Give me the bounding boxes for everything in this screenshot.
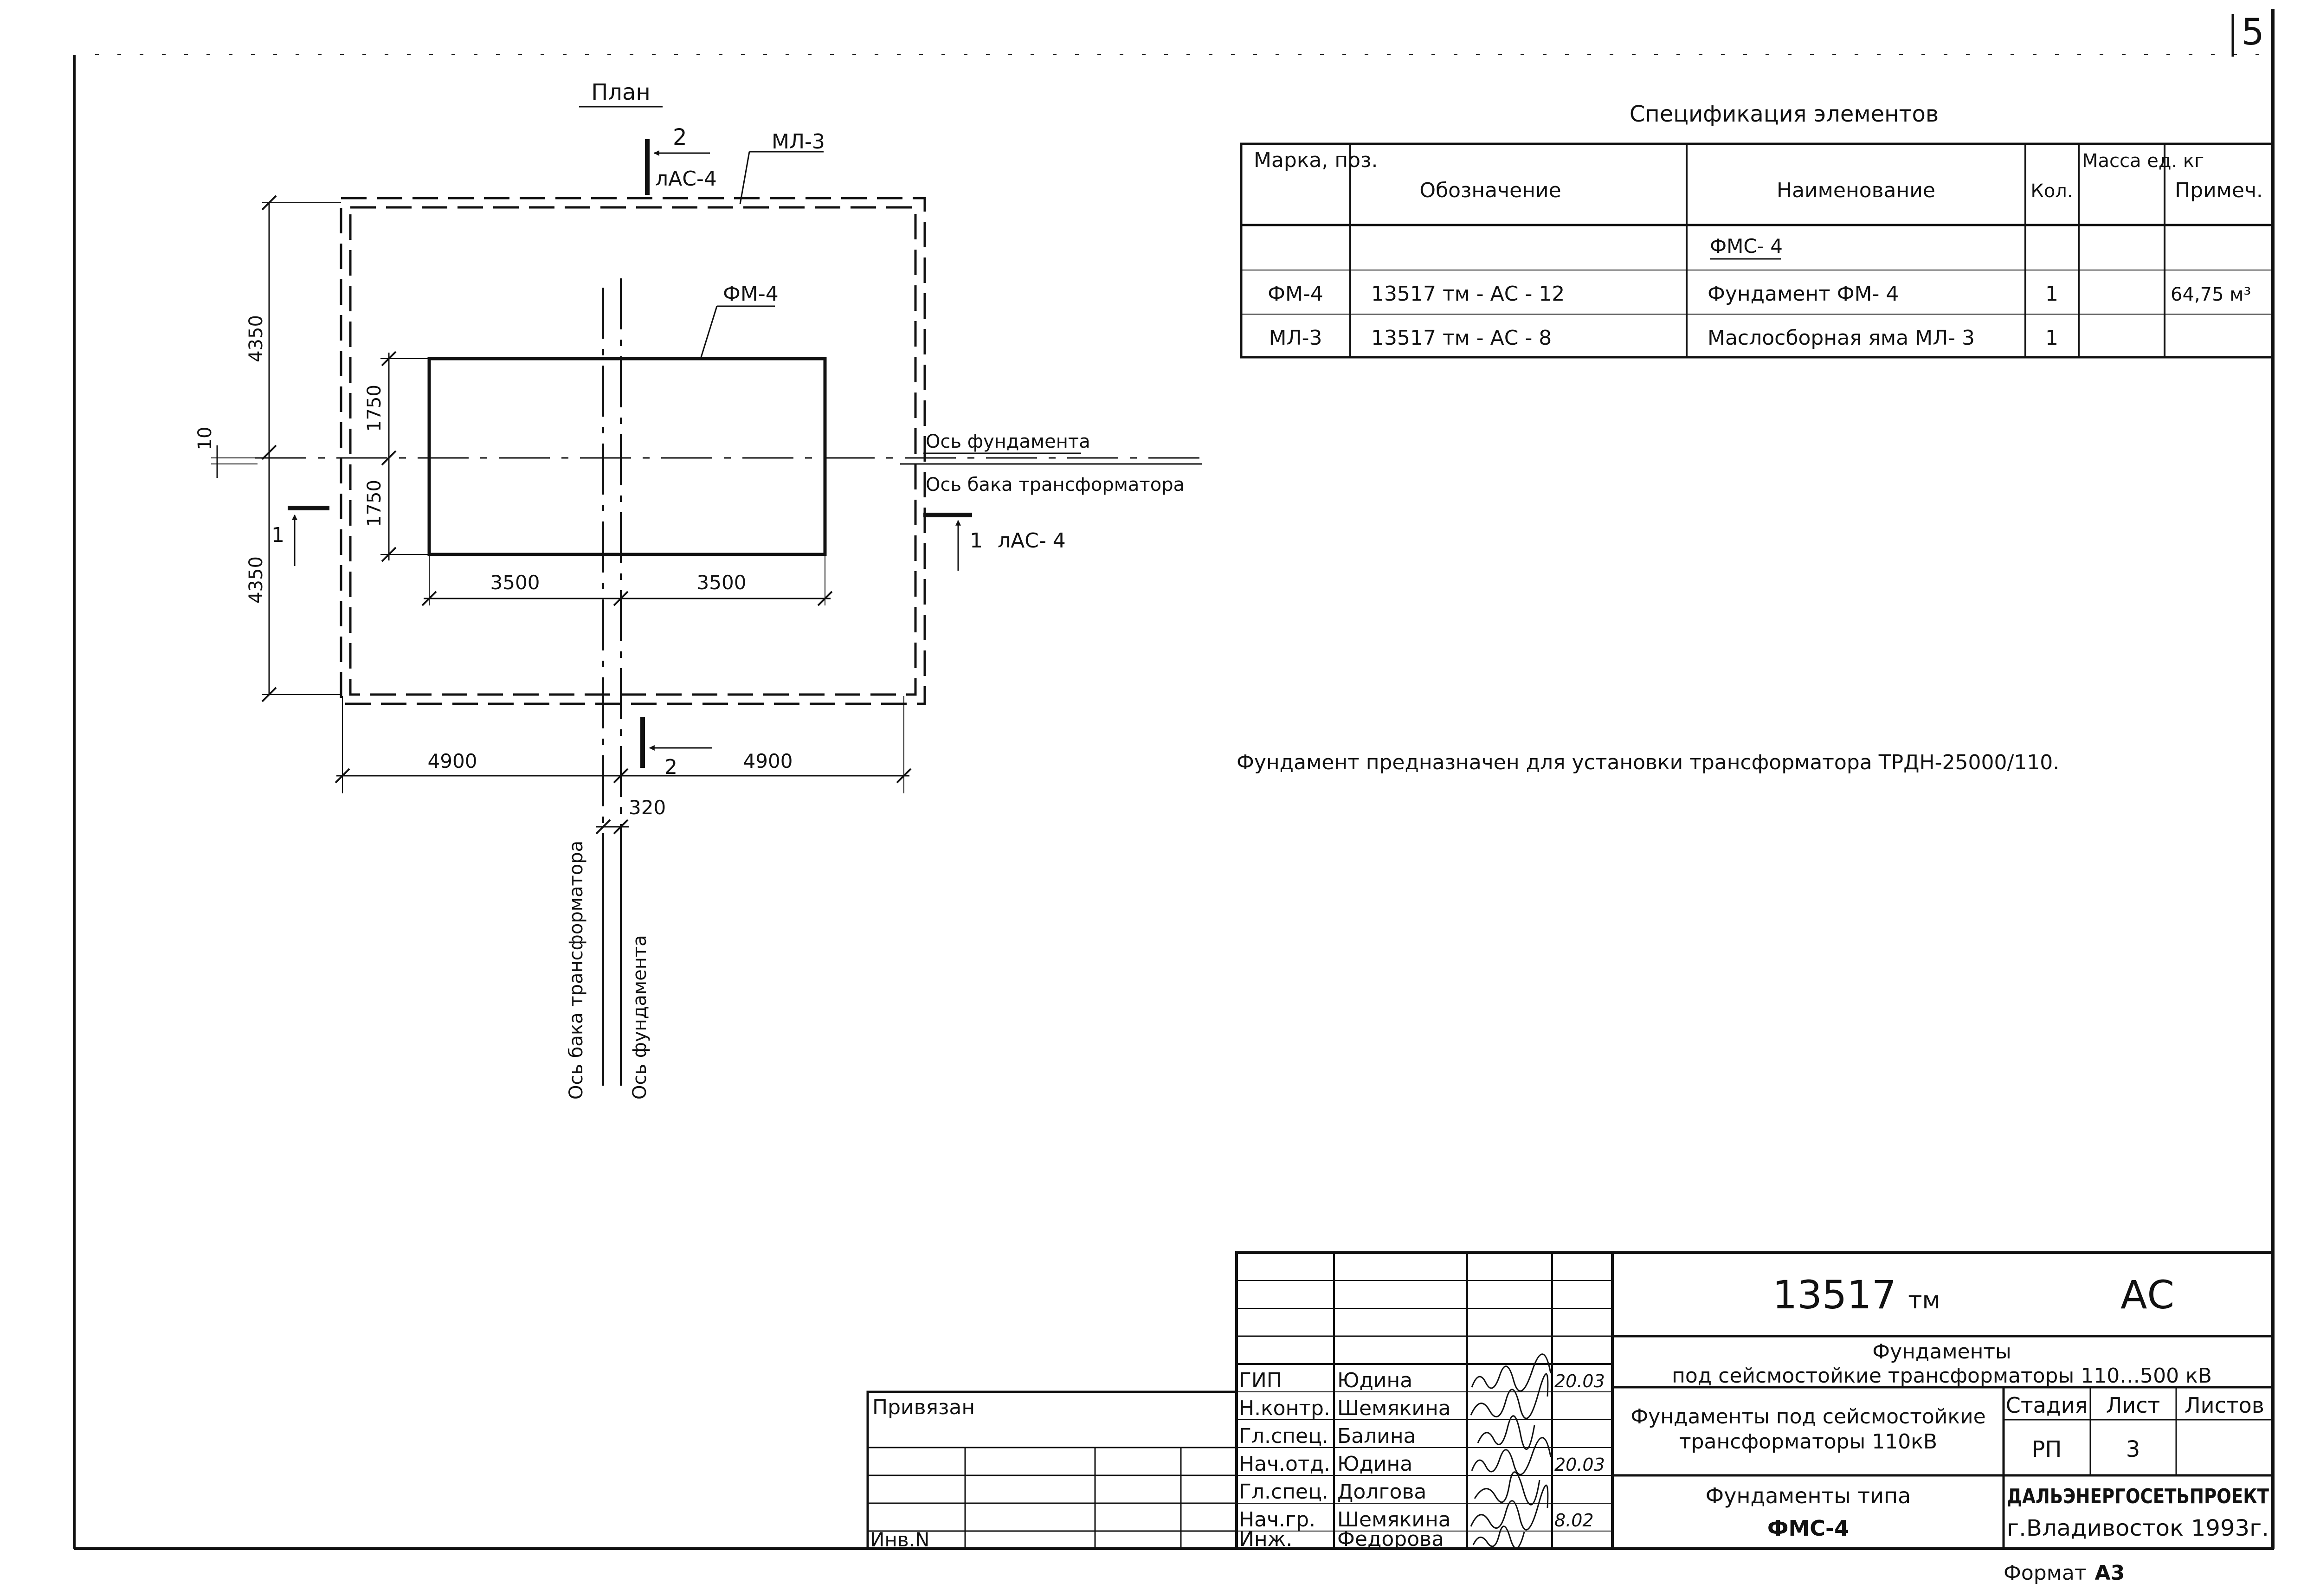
svg-text:лАС-4: лАС-4: [655, 167, 717, 191]
plan-title: План: [591, 79, 651, 105]
section-mark-2-top: 2 лАС-4: [645, 124, 717, 195]
organization-city-year: г.Владивосток 1993г.: [2007, 1515, 2269, 1541]
label-sheet: Лист: [2106, 1393, 2160, 1418]
spec-cell-qty: 1: [2045, 326, 2058, 350]
sig-role: Инж.: [1239, 1527, 1292, 1551]
sheet-frame: [73, 9, 2275, 1550]
organization-name: ДАЛЬЭНЕРГОСЕТЬПРОЕКТ: [2007, 1485, 2269, 1508]
oil-pit-outline: [340, 197, 926, 705]
dimension-foundation-length: 3500 3500: [421, 554, 833, 606]
dimension-pit-length: 4900 4900: [335, 696, 912, 793]
sig-name: Федорова: [1337, 1527, 1444, 1551]
label-axis-foundation: Ось фундамента: [926, 431, 1090, 452]
specification-table: Спецификация элементов Марка, поз. Обозн…: [1240, 101, 2274, 359]
object-title-line2: трансформаторы 110кВ: [1679, 1430, 1937, 1454]
label-inventory: Инв.N: [870, 1528, 929, 1551]
spec-cell-designation: 13517 тм - АС - 8: [1371, 326, 1552, 350]
drawing-title-line2: ФМС-4: [1767, 1516, 1849, 1541]
spec-group-label: ФМС- 4: [1710, 235, 1783, 257]
spec-header-name: Наименование: [1777, 179, 1935, 202]
value-stage: РП: [2031, 1436, 2062, 1462]
sig-name: Долгова: [1337, 1480, 1426, 1504]
svg-text:10: 10: [194, 427, 216, 450]
spec-header-note: Примеч.: [2175, 179, 2263, 202]
object-title-line1: Фундаменты под сейсмостойкие: [1630, 1405, 1985, 1429]
foundation-outline: [427, 357, 827, 556]
sig-role: Н.контр.: [1239, 1396, 1330, 1420]
dimension-foundation-width: 1750 1750: [364, 351, 429, 562]
svg-text:4350: 4350: [245, 556, 267, 604]
svg-text:4350: 4350: [245, 315, 267, 362]
sheet-number: 5: [2241, 12, 2264, 53]
spec-header-mass: Масса ед. кг: [2082, 150, 2204, 172]
spec-title: Спецификация элементов: [1630, 101, 1939, 127]
sig-date: 20.03: [1554, 1371, 1605, 1391]
sig-date: 8.02: [1554, 1510, 1594, 1531]
label-sheets: Листов: [2185, 1393, 2264, 1418]
spec-cell-designation: 13517 тм - АС - 12: [1371, 282, 1565, 306]
sig-name: Балина: [1337, 1424, 1416, 1448]
spec-cell-name: Маслосборная яма МЛ- 3: [1708, 326, 1975, 350]
label-axis-foundation-vertical: Ось фундамента: [629, 935, 651, 1100]
sig-date: 20.03: [1554, 1454, 1605, 1475]
note-text: Фундамент предназначен для установки тра…: [1237, 751, 2059, 774]
label-foundation: ФМ-4: [723, 282, 779, 306]
svg-text:3500: 3500: [697, 571, 747, 594]
signature-rows: ГИП Юдина 20.03 Н.контр. Шемякина Гл.спе…: [1239, 1369, 1605, 1551]
spec-header-qty: Кол.: [2030, 180, 2073, 202]
spec-cell-note: 64,75 м³: [2171, 284, 2251, 305]
sig-name: Шемякина: [1337, 1508, 1451, 1532]
label-axis-tank: Ось бака трансформатора: [926, 474, 1185, 496]
label-pit: МЛ-3: [772, 130, 825, 154]
section-mark-1-right: 1 лАС- 4: [923, 513, 1066, 571]
value-sheet: 3: [2126, 1436, 2140, 1462]
spec-cell-mark: МЛ-3: [1269, 326, 1322, 350]
foundation-plan: План МЛ-3 ФМ-4 Ось фундамента Ось бака т…: [194, 79, 1202, 1100]
svg-text:1: 1: [271, 523, 284, 547]
sig-name: Юдина: [1337, 1369, 1412, 1392]
title-block: Привязан Инв.N ГИП Юдина 20.03 Н.контр. …: [866, 1251, 2274, 1551]
dimension-axis-offset: 10: [194, 427, 258, 478]
handwritten-signatures: [1470, 1353, 1552, 1549]
svg-text:1750: 1750: [364, 480, 385, 527]
svg-text:320: 320: [629, 796, 666, 819]
section-mark-1-left: 1: [271, 506, 329, 566]
svg-text:3500: 3500: [490, 571, 540, 594]
project-title-line1: Фундаменты: [1872, 1340, 2011, 1364]
dimension-axis-spacing: 320: [595, 796, 666, 835]
svg-text:4900: 4900: [743, 750, 793, 772]
sig-name: Шемякина: [1337, 1396, 1451, 1420]
sig-role: Гл.спец.: [1239, 1424, 1328, 1448]
project-title-line2: под сейсмостойкие трансформаторы 110…500…: [1672, 1364, 2212, 1388]
drawing-title-line1: Фундаменты типа: [1706, 1483, 1911, 1508]
spec-cell-mark: ФМ-4: [1268, 282, 1323, 306]
spec-header-designation: Обозначение: [1419, 179, 1561, 202]
label-stage: Стадия: [2006, 1393, 2088, 1418]
svg-text:1: 1: [970, 529, 983, 553]
label-axis-tank-vertical: Ось бака трансформатора: [566, 841, 587, 1100]
doc-mark: АС: [2120, 1272, 2174, 1318]
dimension-vertical-pit: 4350 4350: [245, 195, 341, 702]
svg-text:лАС- 4: лАС- 4: [998, 529, 1066, 553]
sig-role: ГИП: [1239, 1369, 1282, 1392]
svg-text:1750: 1750: [364, 385, 385, 432]
svg-text:2: 2: [673, 124, 687, 150]
sig-role: Нач.гр.: [1239, 1508, 1315, 1532]
spec-cell-qty: 1: [2045, 282, 2058, 306]
sig-role: Гл.спец.: [1239, 1480, 1328, 1504]
label-privyazan: Привязан: [872, 1396, 975, 1419]
svg-text:4900: 4900: [428, 750, 477, 772]
sig-role: Нач.отд.: [1239, 1452, 1330, 1476]
spec-header-mark: Марка, поз.: [1254, 148, 1378, 172]
spec-cell-name: Фундамент ФМ- 4: [1708, 282, 1899, 306]
section-mark-2-bottom: 2: [640, 717, 712, 779]
sig-name: Юдина: [1337, 1452, 1412, 1476]
